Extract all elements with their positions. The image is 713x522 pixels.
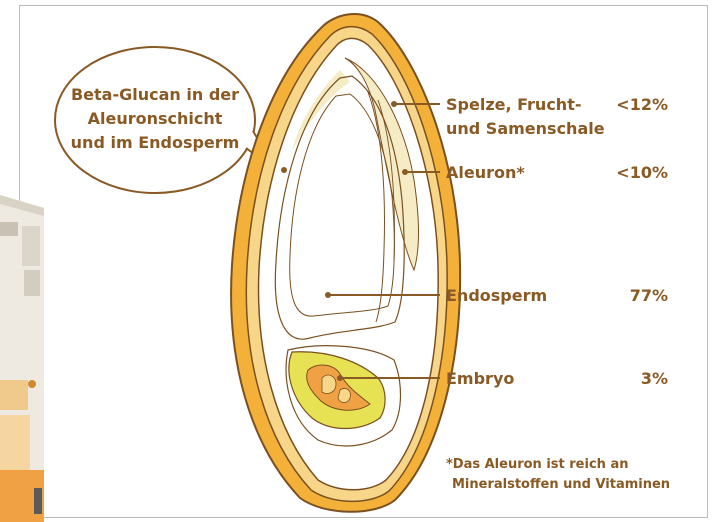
grain-cross-section (231, 14, 460, 512)
value-endosperm: 77% (630, 286, 668, 305)
footnote-line-1: *Das Aleuron ist reich an (446, 457, 628, 472)
label-endosperm: Endosperm (446, 286, 547, 305)
callout-line-2: Aleuronschicht (88, 109, 223, 128)
callout-line-1: Beta-Glucan in der (71, 85, 239, 104)
label-spelze-line-1: Spelze, Frucht- (446, 95, 581, 114)
value-embryo: 3% (641, 369, 668, 388)
label-embryo: Embryo (446, 369, 514, 388)
product-box-image (0, 195, 44, 522)
value-aleuron: <10% (616, 163, 668, 182)
label-aleuron: Aleuron* (446, 163, 525, 182)
callout-line-3: und im Endosperm (71, 133, 240, 152)
value-spelze: <12% (616, 95, 668, 114)
label-spelze-line-2: und Samenschale (446, 119, 605, 138)
footnote-line-2: Mineralstoffen und Vitaminen (452, 477, 670, 492)
